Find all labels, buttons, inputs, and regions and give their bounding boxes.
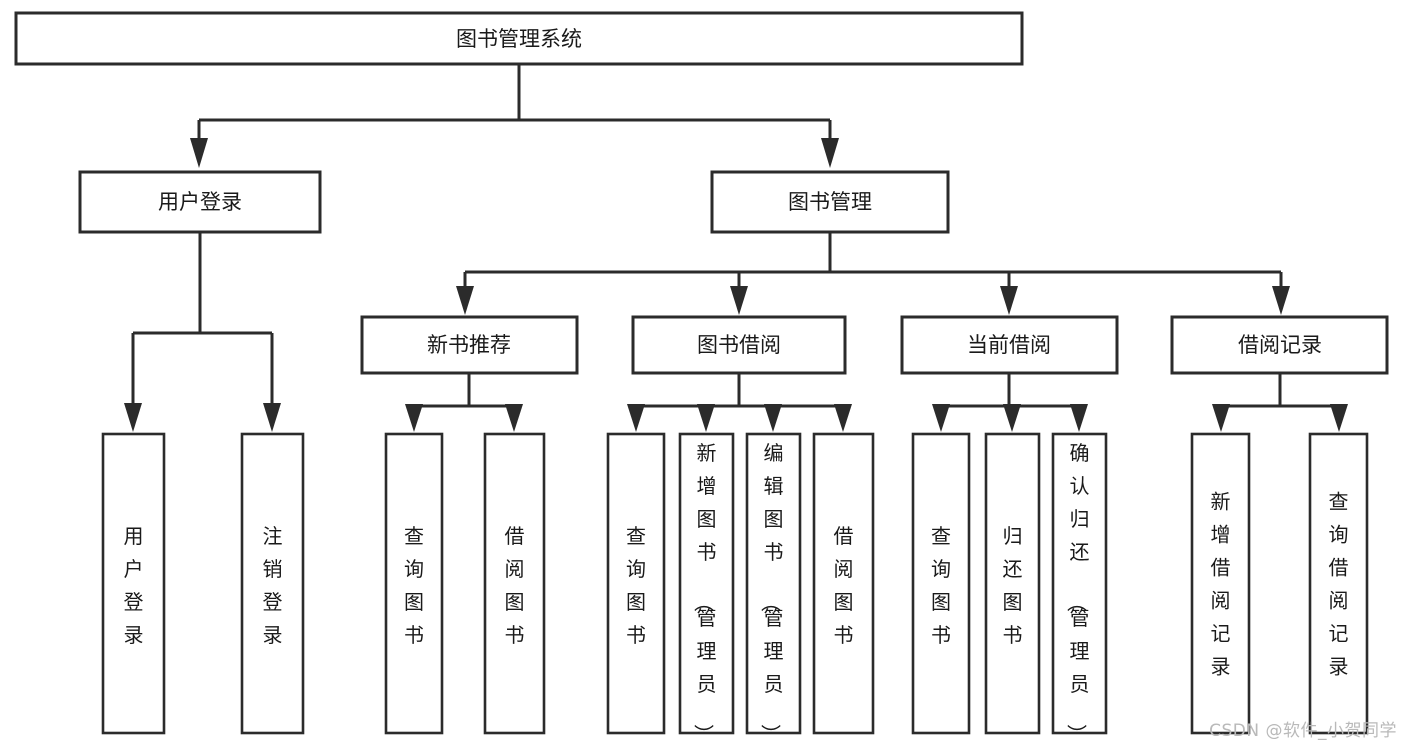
leaf-borrow-book-2-box[interactable] <box>812 432 875 735</box>
leaf-node[interactable]: 新增借阅记录 <box>1190 432 1251 735</box>
leaf-node[interactable]: 查询图书 <box>606 432 666 735</box>
leaf-node[interactable]: 新增图书（管理员） <box>678 432 735 744</box>
leaf-query-book-1-label: 查询图书 <box>404 524 424 647</box>
leaf-edit-book-box[interactable] <box>745 432 802 735</box>
leaf-add-record-label: 新增借阅记录 <box>1211 489 1231 678</box>
leaf-confirm-return-box[interactable] <box>1051 432 1108 735</box>
arrowhead-book-borrow <box>730 286 748 315</box>
node-root-label: 图书管理系统 <box>456 27 582 51</box>
node-book-manage-box[interactable] <box>710 170 950 234</box>
node-book-borrow[interactable]: 图书借阅 <box>631 315 847 375</box>
leaf-return-book-label: 归还图书 <box>1003 524 1023 647</box>
arrowhead-leaf-query-record <box>1330 404 1348 432</box>
leaf-borrow-book-2-label: 借阅图书 <box>834 524 854 647</box>
edge-group-current-borrow <box>932 373 1088 432</box>
leaf-node[interactable]: 注销登录 <box>240 432 305 735</box>
leaf-node[interactable]: 借阅图书 <box>483 432 546 735</box>
leaf-query-book-1-box[interactable] <box>384 432 444 735</box>
arrowhead-user-login <box>190 138 208 168</box>
node-current-borrow-label: 当前借阅 <box>967 333 1051 357</box>
leaf-query-book-2-label: 查询图书 <box>626 524 646 647</box>
arrowhead-leaf-query-book-3 <box>932 404 950 432</box>
node-user-login-box[interactable] <box>78 170 322 234</box>
leaf-node[interactable]: 查询图书 <box>384 432 444 735</box>
leaf-node[interactable]: 归还图书 <box>984 432 1041 735</box>
edge-group-new-book-rec <box>405 373 523 432</box>
leaf-query-book-3-box[interactable] <box>911 432 971 735</box>
node-book-manage[interactable]: 图书管理 <box>710 170 950 234</box>
arrowhead-leaf-add-record <box>1212 404 1230 432</box>
leaf-logout-label: 注销登录 <box>263 524 283 647</box>
leaf-logout-box[interactable] <box>240 432 305 735</box>
arrowhead-leaf-edit-book <box>764 404 782 432</box>
node-current-borrow[interactable]: 当前借阅 <box>900 315 1119 375</box>
leaf-add-book-box[interactable] <box>678 432 735 735</box>
node-user-login[interactable]: 用户登录 <box>78 170 322 234</box>
leaf-query-record-label: 查询借阅记录 <box>1329 489 1349 678</box>
leaf-query-book-3-label: 查询图书 <box>931 524 951 647</box>
leaf-user-login-box[interactable] <box>101 432 166 735</box>
leaf-query-book-2-box[interactable] <box>606 432 666 735</box>
leaf-borrow-book-1-label: 借阅图书 <box>505 524 525 647</box>
leaf-query-record-box[interactable] <box>1308 432 1369 735</box>
arrowhead-leaf-user-login <box>124 403 142 432</box>
edge-group-user-login <box>124 232 281 432</box>
leaf-add-book-label: 新增图书（管理员） <box>692 441 717 744</box>
node-root-box[interactable] <box>14 11 1024 66</box>
node-book-borrow-label: 图书借阅 <box>697 333 781 357</box>
node-new-book-rec-box[interactable] <box>360 315 579 375</box>
arrowhead-borrow-record <box>1272 286 1290 315</box>
edge-group-root <box>190 64 839 168</box>
leaf-node[interactable]: 用户登录 <box>101 432 166 735</box>
arrowhead-leaf-query-book-2 <box>627 404 645 432</box>
arrowhead-leaf-add-book <box>697 404 715 432</box>
leaf-node[interactable]: 查询借阅记录 <box>1308 432 1369 735</box>
arrowhead-book-manage <box>821 138 839 168</box>
leaf-node[interactable]: 借阅图书 <box>812 432 875 735</box>
node-borrow-record[interactable]: 借阅记录 <box>1170 315 1389 375</box>
arrowhead-leaf-return-book <box>1003 404 1021 432</box>
arrowhead-new-book-rec <box>456 286 474 315</box>
node-book-manage-label: 图书管理 <box>788 190 872 214</box>
leaf-edit-book-label: 编辑图书（管理员） <box>759 441 784 744</box>
leaf-user-login-label: 用户登录 <box>124 524 144 647</box>
edge-group-book-manage <box>456 232 1290 315</box>
arrowhead-leaf-borrow-book-1 <box>505 404 523 432</box>
leaf-add-record-box[interactable] <box>1190 432 1251 735</box>
leaf-node-layer: 用户登录 注销登录 查询图书 借阅图书 查询图书 新增图书（管理员） 编辑图书（管理员） 借阅… <box>101 432 1369 744</box>
node-borrow-record-box[interactable] <box>1170 315 1389 375</box>
edge-group-borrow-record <box>1212 373 1348 432</box>
leaf-node[interactable]: 编辑图书（管理员） <box>745 432 802 744</box>
arrowhead-leaf-confirm-return <box>1070 404 1088 432</box>
leaf-return-book-box[interactable] <box>984 432 1041 735</box>
node-new-book-rec[interactable]: 新书推荐 <box>360 315 579 375</box>
node-new-book-rec-label: 新书推荐 <box>427 333 511 357</box>
leaf-node[interactable]: 查询图书 <box>911 432 971 735</box>
node-current-borrow-box[interactable] <box>900 315 1119 375</box>
arrowhead-leaf-query-book-1 <box>405 404 423 432</box>
arrowhead-current-borrow <box>1000 286 1018 315</box>
leaf-borrow-book-1-box[interactable] <box>483 432 546 735</box>
node-user-login-label: 用户登录 <box>158 190 242 214</box>
node-root[interactable]: 图书管理系统 <box>14 11 1024 66</box>
leaf-node[interactable]: 确认归还（管理员） <box>1051 432 1108 744</box>
arrowhead-leaf-borrow-book-2 <box>834 404 852 432</box>
node-borrow-record-label: 借阅记录 <box>1238 333 1322 357</box>
arrowhead-leaf-logout <box>263 403 281 432</box>
leaf-confirm-return-label: 确认归还（管理员） <box>1065 441 1090 744</box>
edge-group-book-borrow <box>627 373 852 432</box>
node-book-borrow-box[interactable] <box>631 315 847 375</box>
